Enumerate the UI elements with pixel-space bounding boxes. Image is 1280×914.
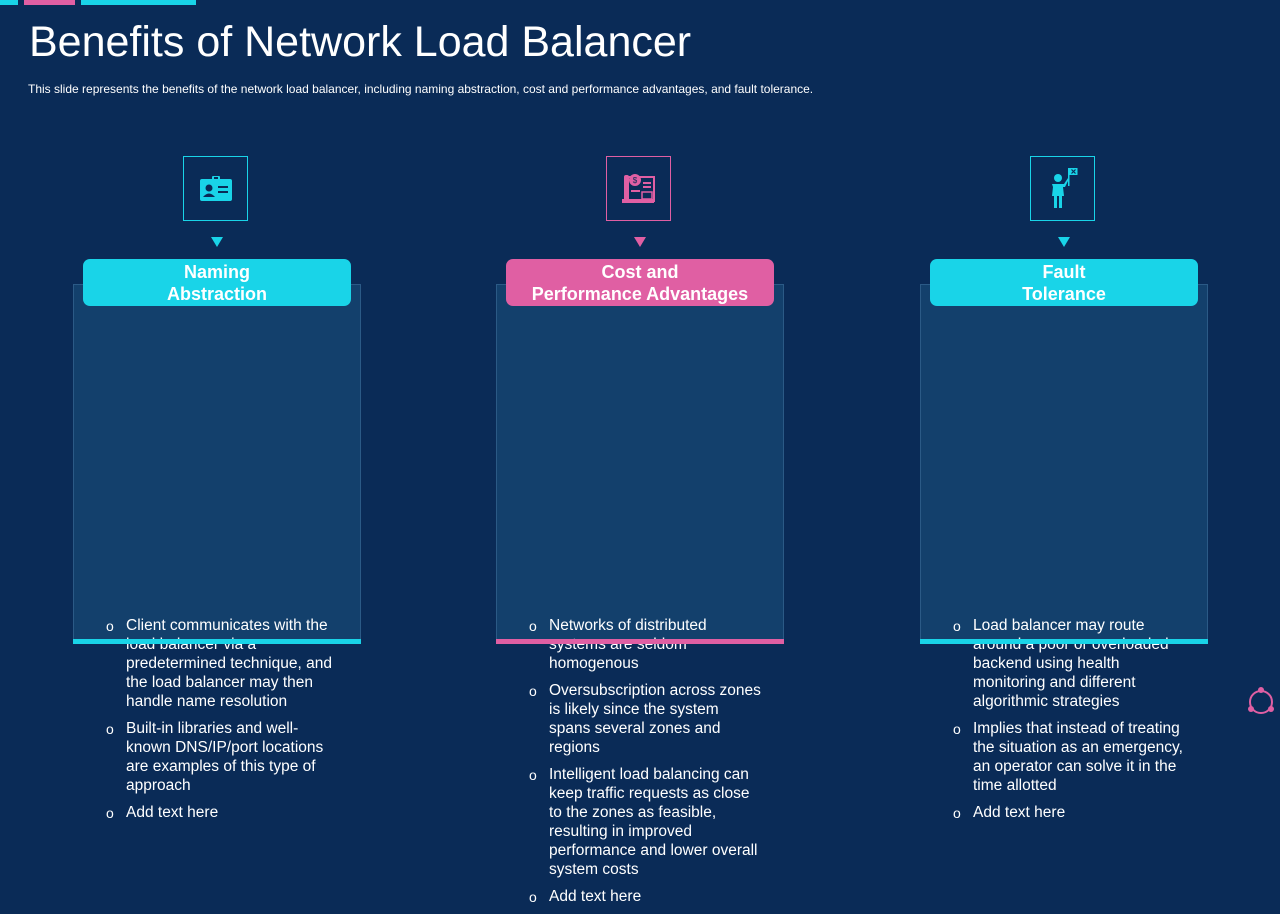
bullet-item: Load balancer may route around a poor or… bbox=[953, 616, 1185, 711]
bullet-item: Networks of distributed systems are seld… bbox=[529, 616, 761, 673]
person-flag-icon bbox=[1051, 167, 1077, 208]
id-card-icon bbox=[199, 175, 232, 201]
card-bottom-bar bbox=[73, 639, 361, 644]
page-title: Benefits of Network Load Balancer bbox=[29, 18, 692, 66]
bullet-item: Implies that instead of treating the sit… bbox=[953, 719, 1185, 795]
card-bottom-bar bbox=[496, 639, 784, 644]
down-arrow-icon bbox=[211, 237, 223, 247]
icon-box bbox=[183, 156, 248, 221]
bullet-item: Add text here bbox=[529, 887, 761, 907]
icon-box: $ bbox=[606, 156, 671, 221]
money-document-icon: $ bbox=[621, 173, 655, 203]
card-bottom-bar bbox=[920, 639, 1208, 644]
bullet-item: Oversubscription across zones is likely … bbox=[529, 681, 761, 757]
bullet-list: Client communicates with the load balanc… bbox=[106, 616, 338, 830]
benefit-heading-text: Naming Abstraction bbox=[166, 261, 267, 304]
bullet-item: Client communicates with the load balanc… bbox=[106, 616, 338, 711]
bullet-item: Add text here bbox=[106, 803, 338, 823]
down-arrow-icon bbox=[1058, 237, 1070, 247]
icon-box bbox=[1030, 156, 1095, 221]
svg-text:$: $ bbox=[632, 176, 637, 185]
bullet-item: Built-in libraries and well-known DNS/IP… bbox=[106, 719, 338, 795]
page-subtitle: This slide represents the benefits of th… bbox=[28, 82, 814, 96]
benefit-column-naming: Client communicates with the load balanc… bbox=[73, 0, 361, 823]
accent-bar-cyan-long bbox=[81, 0, 196, 5]
benefit-heading-text: Cost and Performance Advantages bbox=[531, 261, 749, 304]
benefit-column-fault: Load balancer may route around a poor or… bbox=[920, 0, 1208, 823]
bullet-item: Intelligent load balancing can keep traf… bbox=[529, 765, 761, 879]
benefit-heading: Fault Tolerance bbox=[930, 259, 1198, 306]
benefit-heading: Cost and Performance Advantages bbox=[506, 259, 774, 306]
brand-logo-icon bbox=[1248, 687, 1274, 714]
benefit-column-cost: $ Networks of distributed systems are se… bbox=[496, 0, 784, 907]
bullet-list: Networks of distributed systems are seld… bbox=[529, 616, 761, 914]
benefit-heading-text: Fault Tolerance bbox=[1022, 261, 1106, 304]
benefit-card: Load balancer may route around a poor or… bbox=[920, 284, 1208, 823]
accent-bar-cyan-small bbox=[0, 0, 18, 5]
benefit-card: Networks of distributed systems are seld… bbox=[496, 284, 784, 907]
bullet-item: Add text here bbox=[953, 803, 1185, 823]
benefit-card: Client communicates with the load balanc… bbox=[73, 284, 361, 823]
accent-bar-pink bbox=[24, 0, 75, 5]
benefit-heading: Naming Abstraction bbox=[83, 259, 351, 306]
bullet-list: Load balancer may route around a poor or… bbox=[953, 616, 1185, 830]
down-arrow-icon bbox=[634, 237, 646, 247]
